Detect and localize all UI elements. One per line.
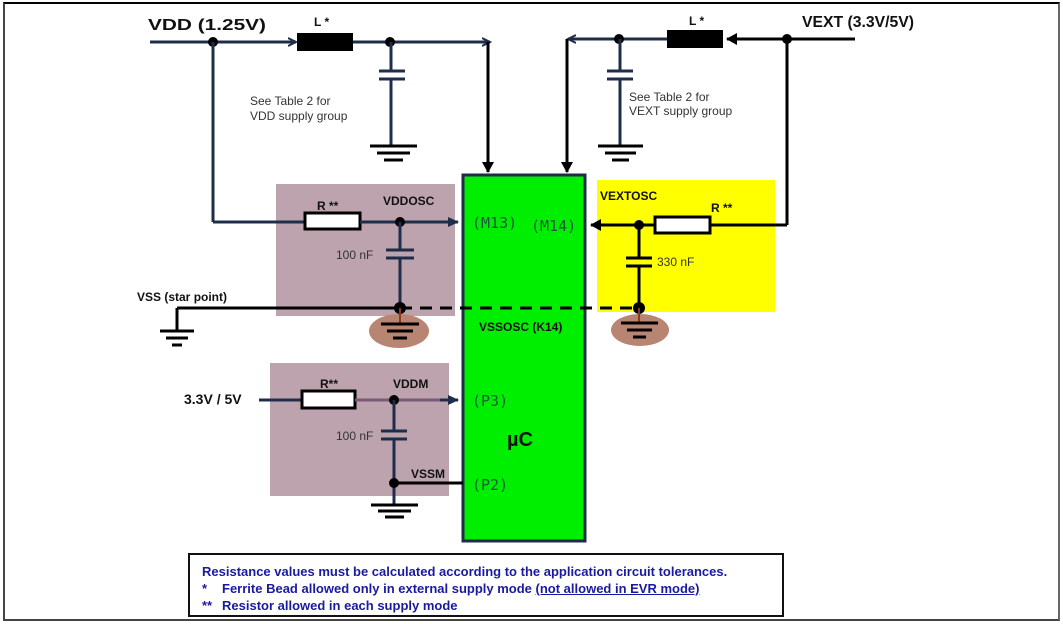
mcu-label: µC [507, 429, 533, 451]
pin-m14: (M14) [531, 217, 576, 235]
inductor-vdd [297, 33, 353, 51]
cap-vddosc-label: 100 nF [336, 248, 373, 262]
vddosc-group-region [276, 184, 455, 316]
resistor-vddosc [303, 211, 362, 231]
resistor-note: Resistor allowed in each supply mode [222, 598, 458, 613]
legend-line-1: Resistance values must be calculated acc… [202, 564, 728, 579]
vddosc-net [303, 211, 459, 307]
pin-p3: (P3) [472, 392, 508, 410]
vdd-table-note-2: VDD supply group [250, 109, 348, 123]
vdd-table-note-1: See Table 2 for [250, 94, 331, 108]
vddm-input-label: 3.3V / 5V [184, 391, 242, 407]
vddosc-label: VDDOSC [383, 194, 435, 208]
ground-icon [371, 503, 418, 519]
vss-label: VSS (star point) [137, 290, 227, 304]
ground-icon [370, 144, 417, 162]
inductor-vdd-label: L * [314, 15, 329, 29]
vextosc-net [590, 215, 712, 307]
inductor-vext [667, 30, 723, 48]
resistor-vddosc-label: R ** [317, 199, 339, 213]
vddm-group-region [270, 363, 449, 496]
vssosc-label: VSSOSC (K14) [479, 320, 562, 334]
vdd-supply-net [150, 33, 494, 224]
pin-m13: (M13) [472, 214, 517, 232]
ground-icon [621, 321, 658, 339]
double-asterisk-mark: ** [202, 598, 213, 613]
vext-supply-net [561, 30, 855, 227]
cap-vddm-label: 100 nF [336, 429, 373, 443]
diagram-frame [3, 2, 1060, 621]
vssm-label: VSSM [411, 467, 445, 481]
ground-icon [381, 322, 419, 340]
legend-line-3: ** Resistor allowed in each supply mode [202, 597, 782, 614]
vext-label: VEXT (3.3V/5V) [802, 14, 914, 31]
resistor-vddm-label: R** [320, 377, 338, 391]
ground-icon [160, 329, 194, 347]
vext-table-note-1: See Table 2 for [629, 90, 710, 104]
pin-p2: (P2) [472, 476, 508, 494]
resistor-vextosc-label: R ** [711, 201, 733, 215]
legend-line-2: * Ferrite Bead allowed only in external s… [202, 580, 782, 597]
vextosc-label: VEXTOSC [600, 189, 657, 203]
vss-net [160, 302, 669, 348]
vddm-net [259, 389, 463, 519]
vdd-label: VDD (1.25V) [148, 17, 266, 34]
inductor-vext-label: L * [689, 14, 704, 28]
resistor-vddm [300, 389, 357, 410]
vddm-label: VDDM [393, 377, 428, 391]
single-asterisk-mark: * [202, 581, 208, 596]
vext-table-note-2: VEXT supply group [629, 104, 732, 118]
ferrite-bead-note: Ferrite Bead allowed only in external su… [222, 581, 536, 596]
ground-icon [598, 144, 643, 162]
mcu-block [461, 173, 587, 543]
resistor-vextosc [653, 215, 712, 235]
legend-box: Resistance values must be calculated acc… [188, 553, 784, 617]
cap-vextosc-label: 330 nF [657, 255, 694, 269]
vextosc-group-region [597, 180, 775, 312]
evr-mode-note: (not allowed in EVR mode) [535, 581, 700, 596]
